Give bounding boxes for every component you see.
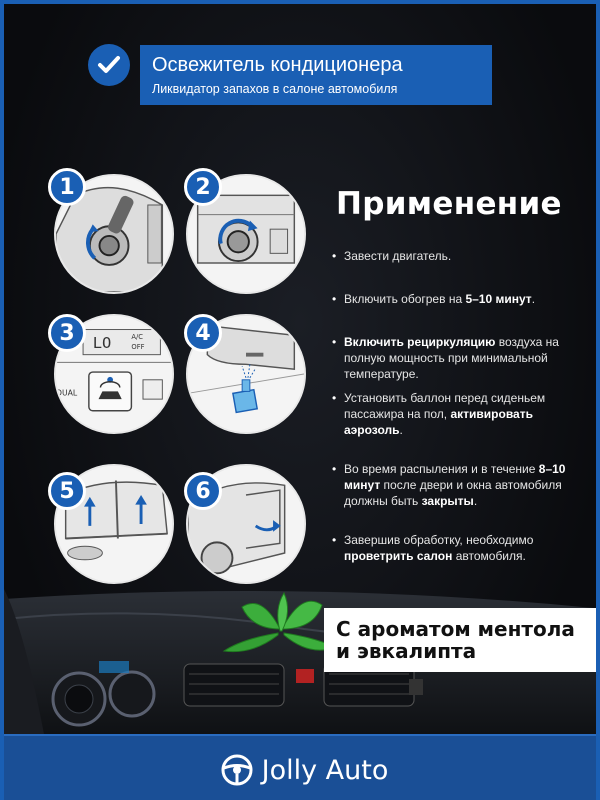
bullet-6-bold: проветрить салон xyxy=(344,549,453,563)
bullet-5-bold-1: 8–10 минут xyxy=(344,462,566,492)
bullet-2: Включить обогрев на 5–10 минут. xyxy=(332,291,572,307)
bullet-1-text: Завести двигатель. xyxy=(344,249,452,263)
panel-display: LO xyxy=(93,334,112,352)
step-1-badge: 1 xyxy=(48,168,86,206)
bullet-3: Включить рециркуляцию воздуха на полную … xyxy=(332,334,572,382)
aerosol-can-icon xyxy=(188,316,304,432)
aroma-line-1: С ароматом ментола xyxy=(336,617,575,641)
bullet-5-end: . xyxy=(473,494,478,508)
bullet-6: Завершив обработку, необходимо проветрит… xyxy=(332,532,572,564)
brand-name: Jolly Auto xyxy=(261,754,389,786)
recirculation-button-icon: LO A/C OFF DUAL xyxy=(56,316,172,432)
panel-off: OFF xyxy=(131,343,144,351)
mint-leaves-icon xyxy=(222,591,338,653)
bullet-2-text: Включить обогрев на xyxy=(344,292,466,306)
bullet-3-bold: Включить рециркуляцию xyxy=(344,335,496,349)
bullet-4: Установить баллон перед сиденьем пассажи… xyxy=(332,390,572,438)
bullet-1: Завести двигатель. xyxy=(332,248,572,264)
bullet-5-mid: после двери и окна автомобиля должны быт… xyxy=(344,478,562,508)
step-2-badge: 2 xyxy=(184,168,222,206)
product-subtitle: Ликвидатор запахов в салоне автомобиля xyxy=(152,82,398,96)
check-icon xyxy=(88,44,130,86)
bullet-2-end: . xyxy=(531,292,536,306)
step-5-badge: 5 xyxy=(48,472,86,510)
step-5-image xyxy=(54,464,174,584)
step-3-badge: 3 xyxy=(48,314,86,352)
bullet-2-bold: 5–10 минут xyxy=(465,292,532,306)
step-4-image xyxy=(186,314,306,434)
step-6-badge: 6 xyxy=(184,472,222,510)
bullet-3-text: воздуха на полную мощность при минимальн… xyxy=(344,335,559,381)
footer-brand-bar: Jolly Auto xyxy=(4,734,596,800)
steering-wheel-icon xyxy=(221,754,253,786)
panel-ac: A/C xyxy=(131,333,143,341)
bullet-5: Во время распыления и в течение 8–10 мин… xyxy=(332,461,572,509)
bullet-5-bold-2: закрыты xyxy=(421,494,474,508)
panel-dual: DUAL xyxy=(56,388,78,397)
bullet-4-bold: активировать аэрозоль xyxy=(344,407,533,437)
bullet-6-text: Завершив обработку, необходимо xyxy=(344,533,534,547)
step-4-badge: 4 xyxy=(184,314,222,352)
bullet-6-end: автомобиля. xyxy=(452,549,526,563)
header-banner: Освежитель кондиционера Ликвидатор запах… xyxy=(140,45,492,105)
aroma-line-2: и эвкалипта xyxy=(336,639,477,663)
product-title: Освежитель кондиционера xyxy=(152,54,403,76)
aroma-label: С ароматом ментола и эвкалипта xyxy=(324,608,596,672)
bullet-4-end: . xyxy=(399,423,403,437)
bullet-4-text: Установить баллон перед сиденьем пассажи… xyxy=(344,391,546,421)
bullet-5-text: Во время распыления и в течение xyxy=(344,462,539,476)
usage-title: Применение xyxy=(336,186,562,222)
